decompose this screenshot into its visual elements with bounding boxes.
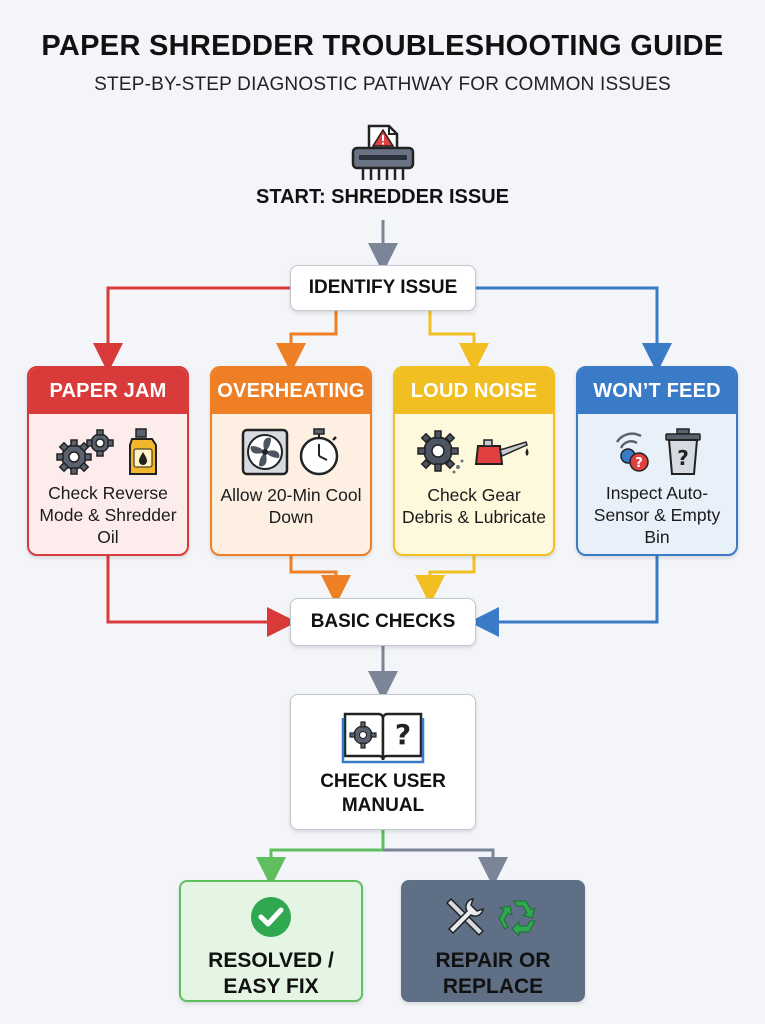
oil-can-icon: [474, 439, 529, 465]
outcome-resolved: RESOLVED / EASY FIX: [179, 880, 363, 1002]
issue-card-desc: Allow 20-Min Cool Down: [220, 485, 362, 527]
arrow-overheating-basic: [289, 556, 351, 605]
issue-card-desc: Check Reverse Mode & Shredder Oil: [39, 483, 177, 547]
arrow-manual-resolved: [256, 830, 385, 887]
arrow-identify-paperjam: [93, 286, 290, 373]
outcome-label: RESOLVED / EASY FIX: [208, 949, 334, 998]
gear-debris-icon: [417, 430, 464, 474]
arrow-paperjam-basic: [106, 556, 297, 637]
start-label: START: SHREDDER ISSUE: [256, 186, 509, 208]
arrow-identify-overheating: [276, 311, 338, 373]
checkmark-icon: [251, 897, 291, 937]
outcome-repair: REPAIR OR REPLACE: [401, 880, 585, 1002]
issue-card-title: WON’T FEED: [578, 368, 736, 414]
tools-icon: [445, 897, 485, 937]
arrow-wontfeed-basic: [469, 556, 659, 637]
recycle-icon: [498, 900, 536, 938]
basic-checks-node: BASIC CHECKS: [290, 598, 476, 646]
issue-card-loud-noise: LOUD NOISE Check Gear Debris & Lubricate: [393, 366, 555, 556]
identify-issue-node: IDENTIFY ISSUE: [290, 265, 476, 311]
bin-question-icon: ?: [665, 428, 701, 475]
issue-card-wont-feed: WON’T FEED ? ? Inspect Auto-Sensor & Emp…: [576, 366, 738, 556]
gears-icon: [56, 429, 114, 475]
arrow-identify-wontfeed: [476, 286, 672, 373]
issue-card-paper-jam: PAPER JAM: [27, 366, 189, 556]
issue-card-overheating: OVERHEATING Allow 20-Min Cool Down: [210, 366, 372, 556]
page-subtitle: STEP-BY-STEP DIAGNOSTIC PATHWAY FOR COMM…: [94, 74, 671, 95]
page-title: PAPER SHREDDER TROUBLESHOOTING GUIDE: [41, 30, 724, 62]
issue-card-title: PAPER JAM: [29, 368, 187, 414]
fan-icon: [241, 428, 289, 476]
issue-card-title: LOUD NOISE: [395, 368, 553, 414]
sensor-icon: ?: [615, 432, 649, 472]
arrow-loudnoise-basic: [415, 556, 476, 605]
check-manual-label: CHECK USER MANUAL: [320, 771, 446, 816]
arrow-identify-loudnoise: [428, 311, 489, 373]
issue-card-title: OVERHEATING: [212, 368, 370, 414]
shredder-warning-icon: [349, 124, 417, 187]
check-manual-node: ? CHECK USER MANUAL: [290, 694, 476, 830]
outcome-label: REPAIR OR REPLACE: [435, 949, 551, 998]
tools-recycle-icon: [443, 890, 543, 944]
svg-text:?: ?: [635, 456, 643, 471]
oil-bottle-icon: [129, 428, 157, 475]
svg-text:?: ?: [677, 446, 689, 470]
stopwatch-icon: [299, 428, 339, 476]
issue-card-desc: Inspect Auto-Sensor & Empty Bin: [593, 483, 721, 547]
manual-book-icon: ?: [341, 712, 425, 764]
arrow-manual-repair: [383, 848, 508, 887]
issue-card-desc: Check Gear Debris & Lubricate: [402, 485, 546, 527]
svg-text:?: ?: [395, 718, 411, 751]
